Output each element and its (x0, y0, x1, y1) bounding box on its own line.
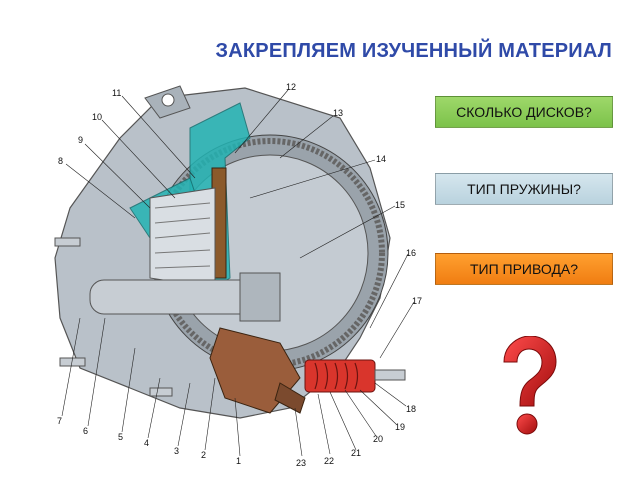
callout-12: 12 (286, 82, 296, 92)
callout-4: 4 (144, 438, 149, 448)
callout-14: 14 (376, 154, 386, 164)
question-drive-type-button[interactable]: ТИП ПРИВОДА? (435, 253, 613, 285)
question-disc-count-button[interactable]: СКОЛЬКО ДИСКОВ? (435, 96, 613, 128)
question-spring-type-button[interactable]: ТИП ПРУЖИНЫ? (435, 173, 613, 205)
callout-7: 7 (57, 416, 62, 426)
callout-16: 16 (406, 248, 416, 258)
slide-title: ЗАКРЕПЛЯЕМ ИЗУЧЕННЫЙ МАТЕРИАЛ (215, 40, 612, 62)
question-mark-icon (503, 336, 557, 435)
callout-17: 17 (412, 296, 422, 306)
callout-22: 22 (324, 456, 334, 466)
clutch-cutaway-diagram: 1 2 3 4 5 6 7 8 9 10 11 12 13 14 15 16 1… (54, 82, 422, 468)
callout-19: 19 (395, 422, 405, 432)
callout-20: 20 (373, 434, 383, 444)
callout-6: 6 (83, 426, 88, 436)
callout-5: 5 (118, 432, 123, 442)
callout-8: 8 (58, 156, 63, 166)
callout-18: 18 (406, 404, 416, 414)
callout-9: 9 (78, 135, 83, 145)
callout-10: 10 (92, 112, 102, 122)
callout-3: 3 (174, 446, 179, 456)
callout-13: 13 (333, 108, 343, 118)
callout-11: 11 (112, 88, 121, 98)
callout-23: 23 (296, 458, 306, 468)
callout-21: 21 (351, 448, 361, 458)
callout-2: 2 (201, 450, 206, 460)
callout-1: 1 (236, 456, 241, 466)
callout-15: 15 (395, 200, 405, 210)
